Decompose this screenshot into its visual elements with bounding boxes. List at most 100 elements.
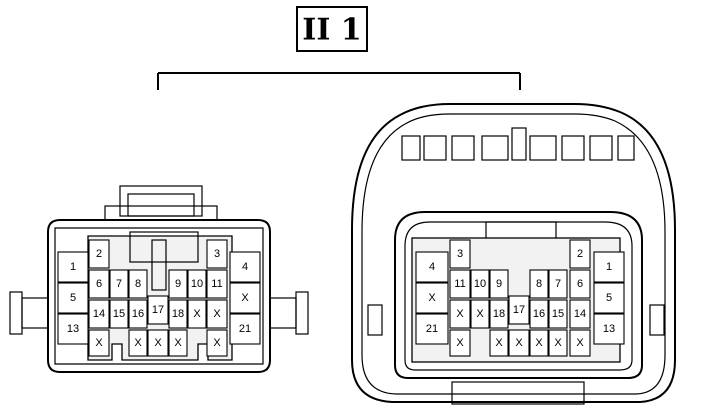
pin-cell [206, 329, 228, 357]
right-pin-r13: 13 [593, 313, 625, 345]
pin-cell [147, 329, 169, 357]
pin-label: 11 [454, 278, 465, 290]
pin-label: 4 [429, 261, 435, 273]
left-pin-l6: 6 [88, 269, 110, 299]
right-pin-rx5: X [489, 329, 509, 357]
pin-cell [88, 329, 110, 357]
left-pin-lx4: X [88, 329, 110, 357]
pin-label: 21 [426, 323, 438, 335]
right-pin-r15: 15 [548, 299, 568, 329]
right-pin-rx3: X [470, 299, 490, 329]
pin-label: X [535, 337, 543, 349]
pin-label: 17 [152, 304, 164, 316]
left-pin-l21: 21 [229, 313, 261, 345]
pin-cell [415, 313, 449, 345]
left-pin-l13: 13 [57, 313, 89, 345]
title-box: II 1 [296, 6, 368, 52]
left-pin-l3: 3 [206, 239, 228, 269]
pin-label: X [576, 337, 584, 349]
pin-cell [489, 299, 509, 329]
pin-cell [529, 329, 549, 357]
pin-cell [489, 269, 509, 299]
pin-label: X [213, 308, 221, 320]
right-pin-r21: 21 [415, 313, 449, 345]
pin-label: 2 [577, 248, 583, 260]
left-pin-l11: 11 [206, 269, 228, 299]
pin-label: 14 [574, 308, 586, 320]
left-pin-l15: 15 [109, 299, 129, 329]
left-pin-lx7: X [168, 329, 188, 357]
pin-cell [470, 269, 490, 299]
pin-label: 6 [96, 278, 102, 290]
pin-label: 6 [577, 278, 583, 290]
vent-slots [401, 127, 635, 161]
pin-label: X [456, 337, 464, 349]
pin-cell [449, 329, 471, 357]
pin-label: X [174, 337, 182, 349]
pin-label: X [95, 337, 103, 349]
pin-label: 14 [93, 308, 105, 320]
left-pin-lx8: X [206, 329, 228, 357]
right-pin-r7: 7 [548, 269, 568, 299]
pin-cell [128, 269, 148, 299]
pin-label: X [554, 337, 562, 349]
left-pin-l7: 7 [109, 269, 129, 299]
pin-cell [489, 329, 509, 357]
pin-label: X [154, 337, 162, 349]
pin-label: 15 [113, 308, 125, 320]
pin-cell [206, 239, 228, 269]
pin-label: 16 [533, 308, 545, 320]
pin-cell [449, 299, 471, 329]
pin-cell [128, 299, 148, 329]
pin-label: 8 [135, 278, 141, 290]
pin-cell [168, 299, 188, 329]
left-pin-l14: 14 [88, 299, 110, 329]
right-pin-r2: 2 [569, 239, 591, 269]
left-pin-l5: 5 [57, 282, 89, 314]
right-pin-r5: 5 [593, 282, 625, 314]
pin-cell [415, 251, 449, 283]
left-pin-l17: 17 [147, 295, 169, 325]
pin-cell [57, 251, 89, 283]
pin-cell [57, 282, 89, 314]
left-pin-l2: 2 [88, 239, 110, 269]
pin-cell [88, 299, 110, 329]
pin-label: 16 [132, 308, 144, 320]
pin-label: 18 [172, 308, 184, 320]
left-pin-l4: 4 [229, 251, 261, 283]
pin-label: X [193, 308, 201, 320]
pin-label: 7 [555, 278, 561, 290]
pin-cell [569, 329, 591, 357]
left-pin-l10: 10 [187, 269, 207, 299]
pin-label: 9 [496, 278, 502, 290]
pin-cell [168, 269, 188, 299]
pin-label: 4 [242, 261, 248, 273]
pin-cell [206, 299, 228, 329]
pin-cell [449, 239, 471, 269]
left-pin-lx1: X [229, 282, 261, 314]
pin-cell [548, 329, 568, 357]
right-pin-rx6: X [508, 329, 530, 357]
pin-cell [168, 329, 188, 357]
pin-label: 1 [70, 261, 76, 273]
pin-label: X [213, 337, 221, 349]
pin-cell [569, 299, 591, 329]
pin-cell [88, 269, 110, 299]
pin-cell [508, 329, 530, 357]
pin-label: 21 [239, 323, 251, 335]
pin-cell [57, 313, 89, 345]
right-pin-rx2: X [449, 299, 471, 329]
pin-cell [109, 269, 129, 299]
left-pin-lx3: X [206, 299, 228, 329]
pin-cell [569, 239, 591, 269]
right-pin-r8: 8 [529, 269, 549, 299]
pin-label: X [241, 292, 249, 304]
pin-label: 5 [606, 292, 612, 304]
right-pin-rx7: X [529, 329, 549, 357]
pin-label: X [456, 308, 464, 320]
pin-cell [593, 313, 625, 345]
pin-cell [569, 269, 591, 299]
left-pin-l8: 8 [128, 269, 148, 299]
pin-cell [593, 282, 625, 314]
bracket [157, 72, 521, 90]
